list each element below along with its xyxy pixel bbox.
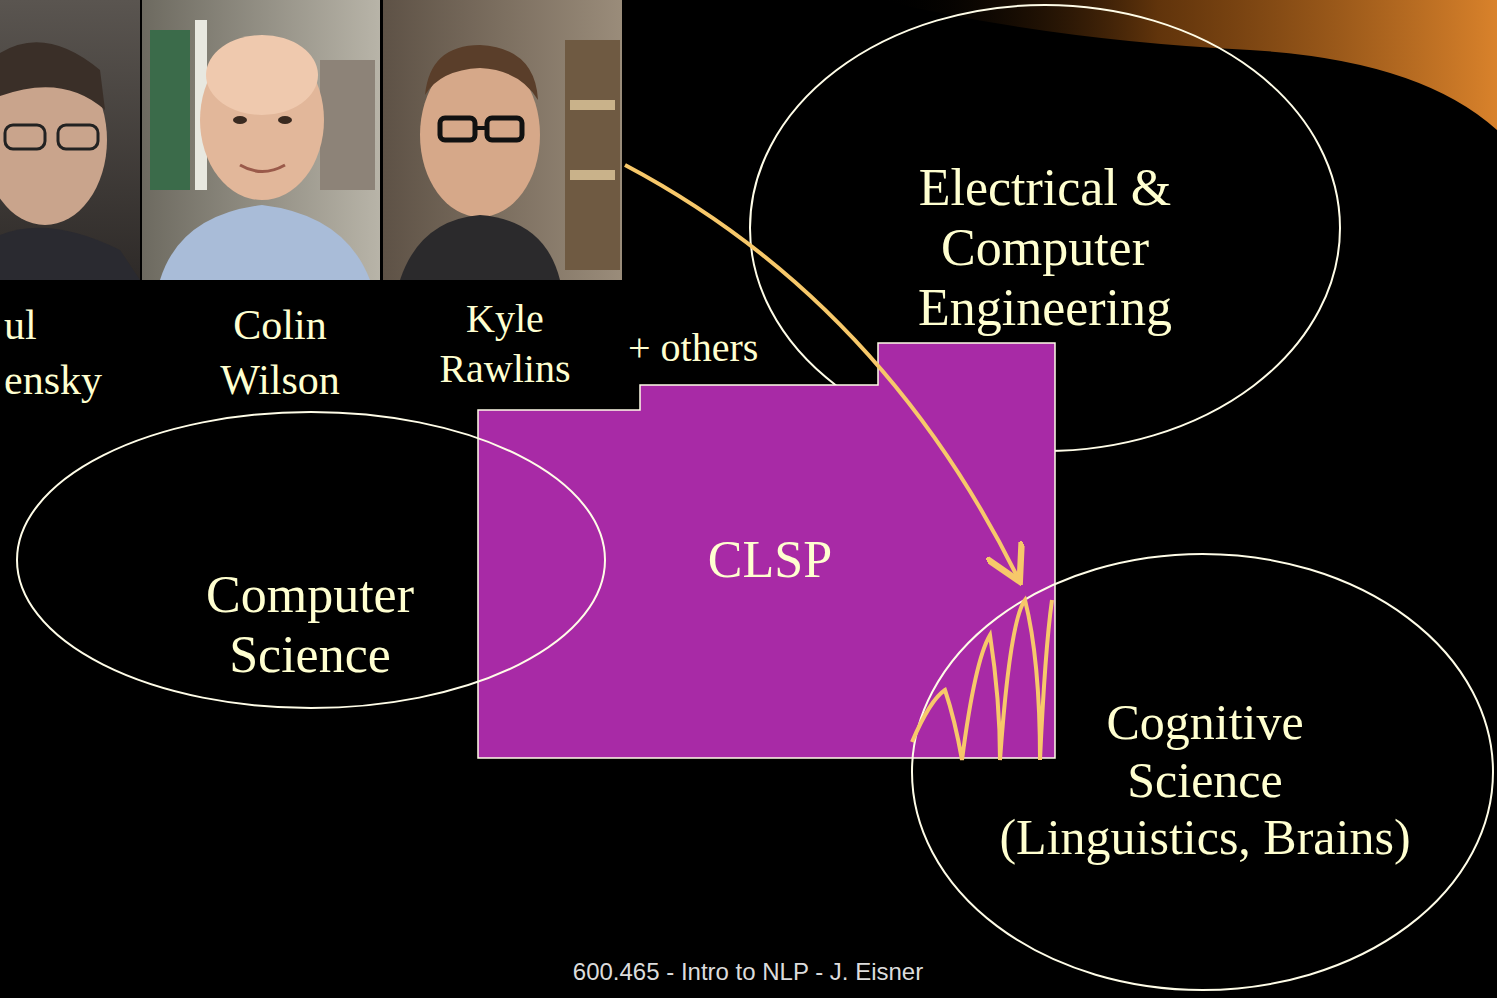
note-text: + others bbox=[628, 324, 803, 372]
text-group: Computer Science bbox=[160, 565, 460, 685]
center-box-shape bbox=[478, 343, 1055, 758]
text-group: CLSP bbox=[670, 530, 870, 590]
node-title: Cognitive Science bbox=[1075, 694, 1335, 809]
department-ellipse-shape bbox=[912, 554, 1493, 990]
node-title: Electrical & Computer Engineering bbox=[875, 158, 1215, 337]
node-title: Computer Science bbox=[160, 565, 460, 685]
department-ellipse: Cognitive Science(Linguistics, Brains) bbox=[910, 552, 1495, 992]
department-ellipse: Computer Science bbox=[15, 410, 607, 710]
text-group: Electrical & Computer Engineering bbox=[875, 158, 1215, 337]
department-ellipse-shape bbox=[17, 412, 605, 708]
portrait-photo bbox=[0, 0, 140, 280]
footer-text: 600.465 - Intro to NLP - J. Eisner bbox=[498, 958, 998, 987]
center-box: CLSP bbox=[478, 343, 1055, 758]
person-name: Kyle Rawlins bbox=[410, 294, 600, 394]
node-title: CLSP bbox=[670, 530, 870, 590]
node-subtitle: (Linguistics, Brains) bbox=[955, 809, 1455, 867]
hatch-scribble bbox=[912, 600, 1052, 760]
text-group: Cognitive Science(Linguistics, Brains) bbox=[955, 694, 1455, 867]
person-name: ul ensky bbox=[4, 298, 124, 407]
portrait-photo bbox=[383, 0, 622, 280]
person-name: Colin Wilson bbox=[185, 298, 375, 407]
corner-swoosh bbox=[880, 0, 1497, 130]
pointer-arrow bbox=[625, 165, 1018, 578]
portrait-photo bbox=[142, 0, 380, 280]
